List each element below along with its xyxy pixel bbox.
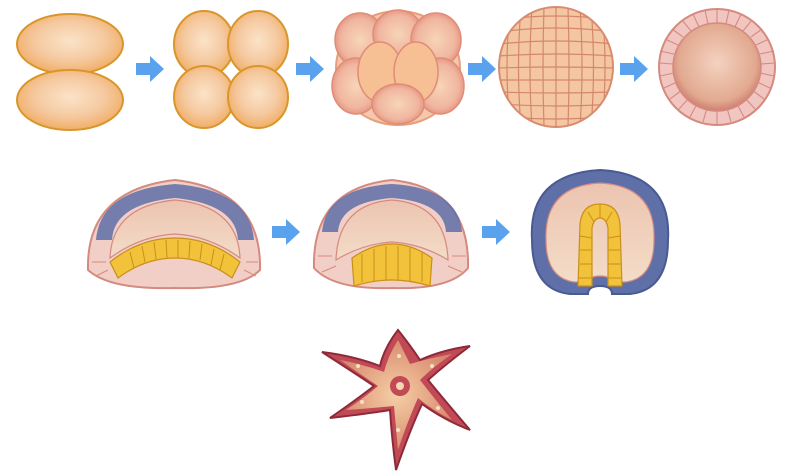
stage-late-gastrula — [532, 170, 668, 294]
arrow-early-to-mid-gastrula — [272, 219, 300, 245]
arrow-mid-to-late-gastrula — [482, 219, 510, 245]
stage-mid-gastrula — [314, 180, 468, 288]
arrow-two-to-four — [136, 56, 164, 82]
arrow-morula-to-blastula — [620, 56, 648, 82]
arrow-four-to-eight — [296, 56, 324, 82]
arrow-eight-to-morula — [468, 56, 496, 82]
stage-early-gastrula — [88, 180, 260, 288]
stage-morula — [499, 7, 613, 127]
stage-four-cell — [174, 11, 288, 128]
stage-two-cell — [17, 14, 123, 130]
stage-blastula — [659, 9, 775, 125]
stage-adult-starfish — [322, 330, 470, 470]
stage-eight-cell — [332, 10, 464, 125]
